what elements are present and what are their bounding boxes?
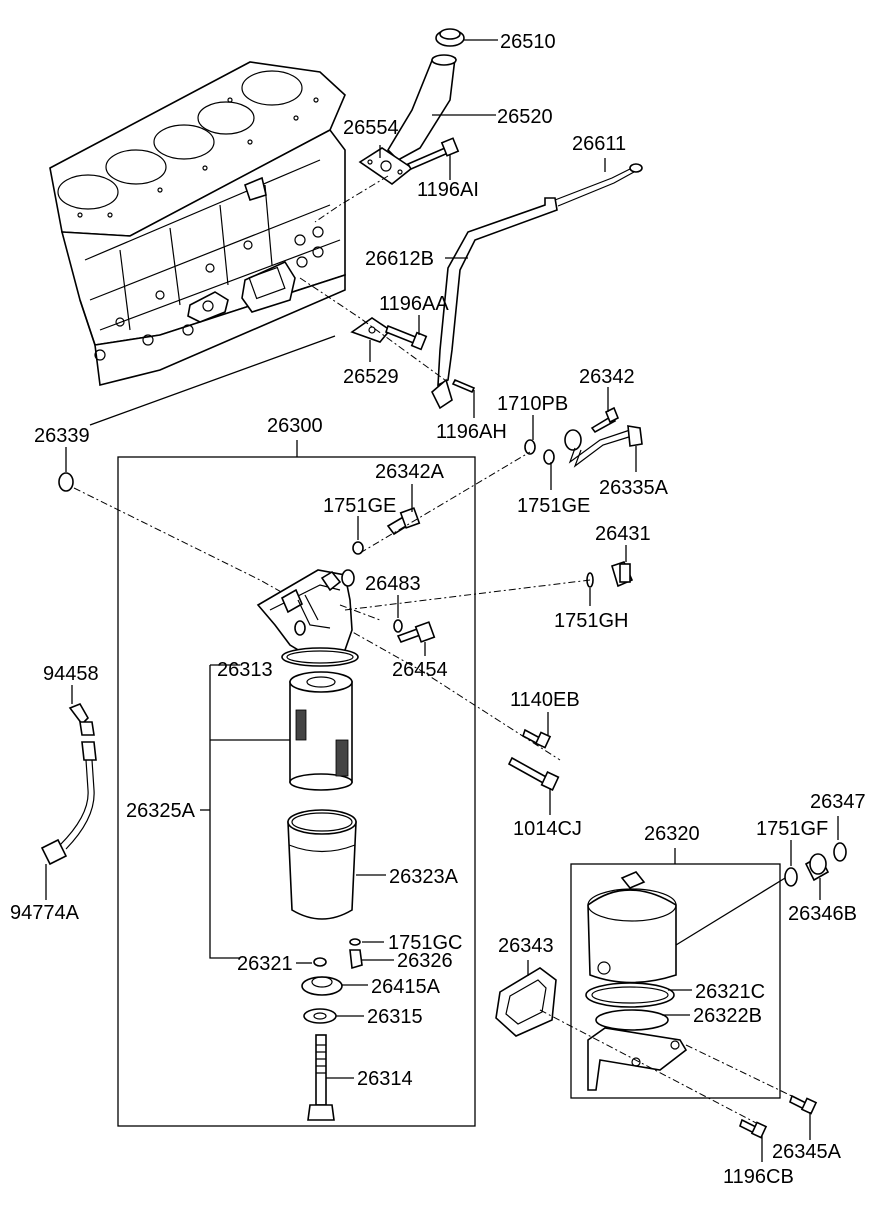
label-94458: 94458: [43, 663, 99, 685]
label-26529: 26529: [343, 366, 399, 388]
stud-26314: [307, 1034, 335, 1121]
label-94774A: 94774A: [10, 902, 80, 924]
part-number-labels: 26510 26520 26554 1196AI 26611 26612B 11…: [10, 31, 866, 1188]
label-26431: 26431: [595, 523, 651, 545]
bolt-26342a: [386, 507, 421, 536]
bracket-26529: [350, 317, 392, 343]
label-26321: 26321: [237, 953, 293, 975]
dipstick-guide-tube: [431, 197, 558, 410]
label-26520: 26520: [497, 106, 553, 128]
plug-26346b: [804, 853, 830, 882]
bolt-1196ai: [406, 137, 460, 171]
label-26454: 26454: [392, 659, 448, 681]
gasket-26343: [495, 967, 557, 1037]
label-26325A: 26325A: [126, 800, 196, 822]
fitting-26431: [611, 561, 634, 588]
label-1196AI: 1196AI: [417, 179, 479, 201]
bolt-26454: [396, 621, 436, 643]
label-1751GE-b: 1751GE: [517, 495, 590, 517]
label-26321C: 26321C: [695, 981, 765, 1003]
label-1751GF: 1751GF: [756, 818, 828, 840]
label-1751GC: 1751GC: [388, 932, 463, 954]
label-26315: 26315: [367, 1006, 423, 1028]
label-26342A: 26342A: [375, 461, 445, 483]
oil-pipe-26335a: [564, 425, 643, 468]
label-26343: 26343: [498, 935, 554, 957]
label-26611: 26611: [572, 133, 626, 155]
label-1196AA: 1196AA: [379, 293, 449, 315]
label-26483: 26483: [365, 573, 421, 595]
bolt-1196cb: [739, 1118, 768, 1139]
label-26554: 26554: [343, 117, 399, 139]
label-26335A: 26335A: [599, 477, 669, 499]
bolt-26345a: [789, 1094, 818, 1115]
label-1710PB: 1710PB: [497, 393, 568, 415]
filter-element: [289, 671, 353, 791]
label-26320: 26320: [644, 823, 700, 845]
bolt-1014cj: [507, 756, 560, 791]
oil-pressure-sensor: [40, 702, 97, 866]
oil-filter-head: [256, 569, 355, 661]
dipstick: [554, 163, 643, 207]
cooler-bracket: [587, 1027, 688, 1091]
label-26326: 26326: [397, 950, 453, 972]
label-26345A: 26345A: [772, 1141, 842, 1163]
label-26342: 26342: [579, 366, 635, 388]
label-26300: 26300: [267, 415, 323, 437]
label-26612B: 26612B: [365, 248, 434, 270]
label-1196CB: 1196CB: [723, 1166, 794, 1188]
oil-filler-cap: [435, 28, 465, 47]
banjo-bolt-26342: [590, 406, 620, 434]
label-26323A: 26323A: [389, 866, 459, 888]
filter-housing: [287, 809, 357, 920]
label-26346B: 26346B: [788, 903, 857, 925]
label-26339: 26339: [34, 425, 90, 447]
label-26347: 26347: [810, 791, 866, 813]
label-26313: 26313: [217, 659, 273, 681]
engine-block: [49, 61, 346, 386]
bolt-1140eb: [522, 728, 552, 749]
label-26314: 26314: [357, 1068, 413, 1090]
label-26510: 26510: [500, 31, 556, 53]
label-1751GH: 1751GH: [554, 610, 629, 632]
oil-cooler-body: [587, 871, 677, 984]
label-1196AH: 1196AH: [436, 421, 507, 443]
filler-gasket: [358, 147, 414, 185]
label-26415A: 26415A: [371, 976, 441, 998]
label-26322B: 26322B: [693, 1005, 762, 1027]
label-1751GE-a: 1751GE: [323, 495, 396, 517]
label-1140EB: 1140EB: [510, 689, 580, 711]
label-1014CJ: 1014CJ: [513, 818, 582, 840]
oil-filler-tube: [386, 54, 457, 161]
